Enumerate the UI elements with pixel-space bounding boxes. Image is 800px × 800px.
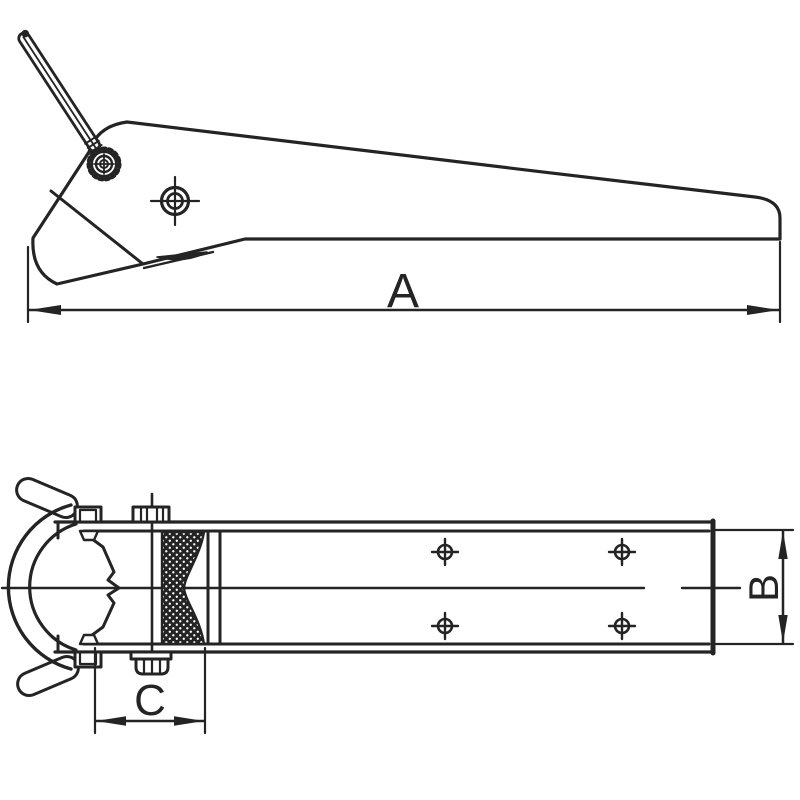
hole-marker-plan-1 — [430, 537, 460, 567]
side-view — [17, 29, 782, 286]
knurled-knob — [86, 146, 122, 182]
dimension-b: B — [714, 528, 795, 646]
roller-hatched — [160, 530, 206, 646]
bail-clamp-top — [73, 505, 103, 542]
dim-b-label: B — [740, 574, 787, 602]
axle-nut-top-facets — [139, 505, 165, 524]
plan-view — [0, 476, 742, 698]
dim-a-label: A — [387, 265, 419, 318]
hole-marker-plan-2 — [430, 611, 460, 641]
pin-tip-ball — [21, 29, 30, 38]
dim-b-arrow-down — [778, 615, 788, 643]
bail-tongue-top — [78, 529, 100, 542]
hole-cross — [607, 611, 637, 641]
dim-b-arrow-up — [778, 531, 788, 559]
stem-bow-profile — [82, 531, 121, 643]
axle-nut-bottom — [129, 650, 173, 676]
dim-c-label: C — [134, 676, 166, 725]
axle-nut-top — [131, 505, 171, 524]
hole-cross — [430, 537, 460, 567]
side-cheek-fold-line — [49, 189, 145, 266]
knob-crosshair — [93, 153, 115, 175]
dimension-c: C — [93, 646, 207, 735]
side-body-outline — [31, 120, 782, 286]
hole-marker-plan-3 — [607, 537, 637, 567]
pin-shaft-centerline — [22, 36, 98, 151]
hole-cross — [430, 611, 460, 641]
dim-c-arrow-right — [174, 716, 204, 726]
dim-a-arrow-right — [747, 305, 779, 315]
retaining-pin — [17, 29, 103, 154]
hole-marker-side — [149, 175, 201, 227]
bail-tongue-bottom — [78, 633, 100, 646]
hole-marker-cross — [149, 175, 201, 227]
dim-c-arrow-left — [96, 716, 126, 726]
hole-marker-plan-4 — [607, 611, 637, 641]
hole-cross — [607, 537, 637, 567]
dim-a-arrow-left — [29, 305, 61, 315]
bail-nut-top-inner — [78, 508, 98, 524]
dimension-a: A — [26, 240, 782, 324]
bail-clamp-bottom — [73, 633, 103, 669]
axle-nut-bottom-facets — [142, 657, 162, 676]
side-roller-lens — [156, 251, 208, 261]
